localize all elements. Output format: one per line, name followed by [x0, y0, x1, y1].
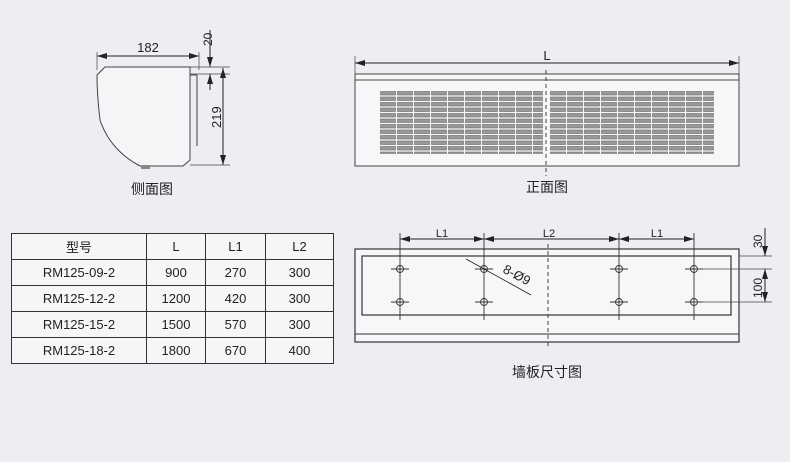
- cell: 270: [205, 259, 266, 286]
- header-l: L: [146, 233, 206, 260]
- hole-spacing-dim: 100: [751, 278, 765, 298]
- cell: RM125-12-2: [11, 285, 147, 312]
- cell: 900: [146, 259, 206, 286]
- cell: 1500: [146, 311, 206, 338]
- front-length-dim: L: [543, 48, 550, 63]
- table-header-row: 型号 L L1 L2: [11, 233, 334, 260]
- cell: 670: [205, 337, 266, 364]
- side-width-dim: 182: [137, 40, 159, 55]
- cell: 1200: [146, 285, 206, 312]
- side-height-dim: 219: [209, 106, 224, 128]
- front-view: L 正面图: [354, 48, 740, 195]
- cell: RM125-18-2: [11, 337, 147, 364]
- side-view-title: 侧面图: [131, 181, 173, 197]
- cell: 1800: [146, 337, 206, 364]
- cell: 300: [265, 311, 334, 338]
- side-top-dim: 20: [201, 32, 215, 46]
- l1-right-dim: L1: [651, 228, 663, 240]
- cell: 420: [205, 285, 266, 312]
- air-grille-right: [550, 91, 714, 154]
- top-offset-dim: 30: [751, 234, 765, 248]
- wall-plate-view: L1 L2 L1 8-Ø9 30 100 墙板尺寸图: [354, 228, 772, 380]
- air-grille-left: [380, 91, 543, 154]
- header-l1: L1: [205, 233, 266, 260]
- cell: RM125-09-2: [11, 259, 147, 286]
- cell: 570: [205, 311, 266, 338]
- l2-dim: L2: [543, 228, 555, 240]
- header-model: 型号: [11, 233, 147, 260]
- cell: 400: [265, 337, 334, 364]
- cell: RM125-15-2: [11, 311, 147, 338]
- cell: 300: [265, 259, 334, 286]
- wall-plate-title: 墙板尺寸图: [512, 364, 582, 380]
- header-l2: L2: [265, 233, 334, 260]
- l1-left-dim: L1: [436, 228, 448, 240]
- cell: 300: [265, 285, 334, 312]
- front-view-title: 正面图: [526, 179, 568, 195]
- side-view: 182 20 219 侧面图: [96, 30, 230, 197]
